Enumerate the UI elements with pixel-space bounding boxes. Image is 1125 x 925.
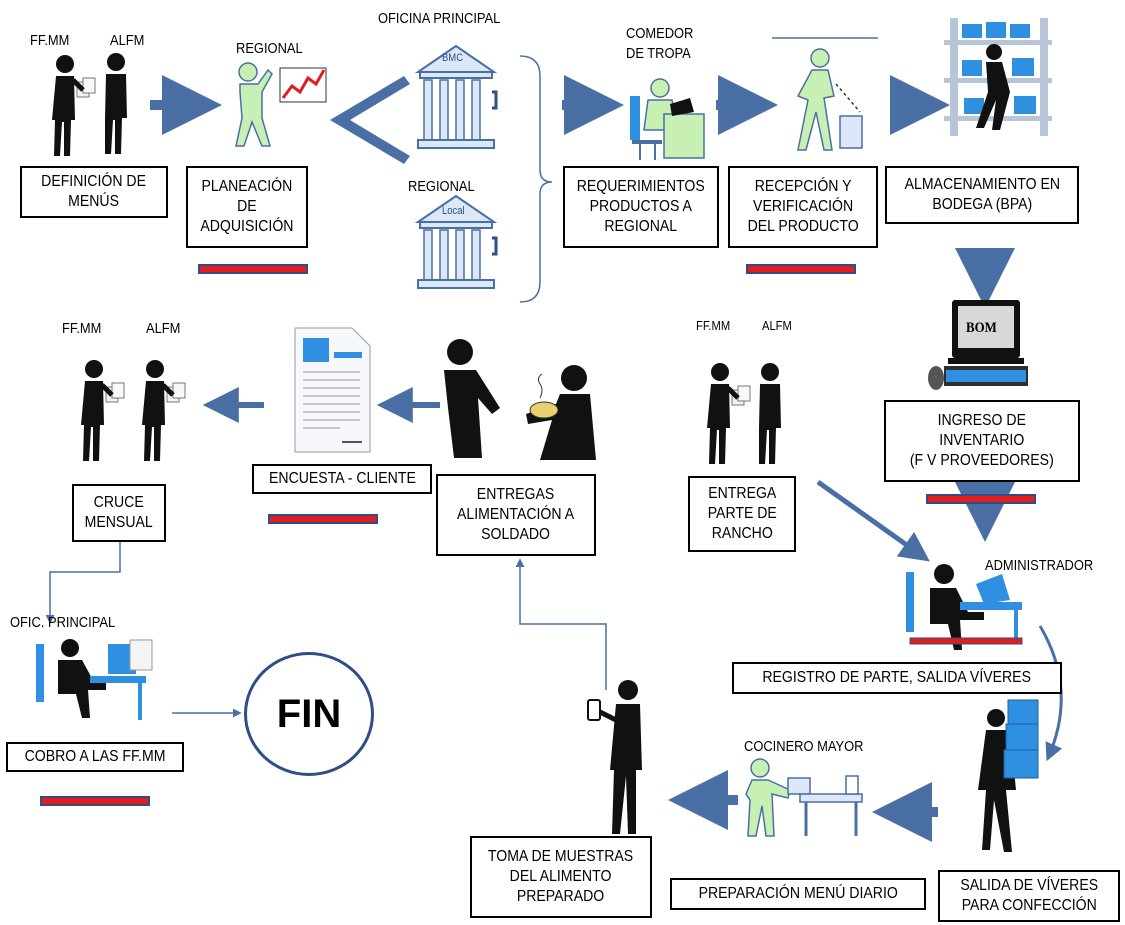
encuesta-box: ENCUESTA - CLIENTE <box>252 464 432 494</box>
bmc-label: BMC <box>442 52 464 64</box>
regional-top-label: REGIONAL <box>236 40 303 57</box>
connector-cruce <box>45 542 121 624</box>
registro-text: REGISTRO DE PARTE, SALIDA VÍVERES <box>762 669 1032 686</box>
red-bar-planeacion <box>198 264 308 274</box>
alfm-label: ALFM <box>146 320 181 337</box>
preparacion-box: PREPARACIÓN MENÚ DIARIO <box>670 878 926 910</box>
recepcion-box: RECEPCIÓN Y VERIFICACIÓN DEL PRODUCTO <box>728 166 878 248</box>
survey-document-icon <box>294 327 371 453</box>
definicion-menus-text: DEFINICIÓN DE MENÚS <box>41 173 147 210</box>
planeacion-box: PLANEACIÓN DE ADQUISICIÓN <box>186 166 308 248</box>
alfm-person-icon <box>105 53 127 154</box>
ingreso-box: INGRESO DE INVENTARIO (F V PROVEEDORES) <box>884 400 1080 482</box>
entrega-parte-box: ENTREGA PARTE DE RANCHO <box>688 476 796 552</box>
ingreso-text: INGRESO DE INVENTARIO (F V PROVEEDORES) <box>910 412 1054 469</box>
local-label: Local <box>442 205 465 217</box>
almacenamiento-text: ALMACENAMIENTO EN BODEGA (BPA) <box>904 176 1060 213</box>
ffmm-person-icon <box>81 360 124 461</box>
preparacion-text: PREPARACIÓN MENÚ DIARIO <box>698 885 898 902</box>
ffmm-person-icon <box>707 363 750 464</box>
salida-text: SALIDA DE VÍVERES PARA CONFECCIÓN <box>960 877 1098 914</box>
planning-figure-icon <box>235 62 327 147</box>
alfm-label: ALFM <box>110 32 145 49</box>
comedor-desk-icon <box>630 78 705 160</box>
office-worker-icon <box>36 639 153 720</box>
bmc-building-icon <box>414 44 498 149</box>
comedor-label: COMEDOR DE TROPA <box>626 25 694 62</box>
red-bar-ingreso <box>926 494 1036 504</box>
ffmm-label: FF.MM <box>62 320 102 337</box>
definicion-menus-box: DEFINICIÓN DE MENÚS <box>20 166 168 218</box>
cobro-box: COBRO A LAS FF.MM <box>6 742 184 772</box>
fin-circle: FIN <box>244 652 374 776</box>
salida-box: SALIDA DE VÍVERES PARA CONFECCIÓN <box>938 870 1120 922</box>
almacenamiento-box: ALMACENAMIENTO EN BODEGA (BPA) <box>885 166 1079 224</box>
grouping-brace <box>519 55 553 303</box>
alfm-label: ALFM <box>762 318 792 333</box>
cobro-text: COBRO A LAS FF.MM <box>24 748 166 765</box>
fin-text: FIN <box>276 691 342 736</box>
connector-toma <box>515 558 607 690</box>
planeacion-text: PLANEACIÓN DE ADQUISICIÓN <box>200 178 294 235</box>
red-bar-cobro <box>40 796 150 806</box>
alfm-person-icon <box>759 363 781 464</box>
entrega-parte-text: ENTREGA PARTE DE RANCHO <box>707 485 777 542</box>
ffmm-label: FF.MM <box>30 32 70 49</box>
administrador-label: ADMINISTRADOR <box>985 557 1094 574</box>
red-bar-recepcion <box>746 264 856 274</box>
administrador-desk-icon <box>906 564 1023 650</box>
carrier-boxes-icon <box>978 699 1039 852</box>
regional-mid-label: REGIONAL <box>408 178 475 195</box>
arrow-8 <box>816 479 930 562</box>
recepcion-text: RECEPCIÓN Y VERIFICACIÓN DEL PRODUCTO <box>747 178 859 235</box>
toma-text: TOMA DE MUESTRAS DEL ALIMENTO PREPARADO <box>488 848 634 905</box>
ffmm-label: FF.MM <box>696 318 731 333</box>
oficina-principal-label: OFICINA PRINCIPAL <box>378 10 501 27</box>
encuesta-text: ENCUESTA - CLIENTE <box>268 470 416 487</box>
registro-box: REGISTRO DE PARTE, SALIDA VÍVERES <box>732 662 1062 694</box>
entregas-alim-box: ENTREGAS ALIMENTACIÓN A SOLDADO <box>436 474 596 556</box>
bom-label: BOM <box>966 320 997 336</box>
computer-bom-icon <box>928 300 1028 390</box>
ofic-principal-label: OFIC. PRINCIPAL <box>10 614 116 631</box>
local-building-icon <box>414 194 498 289</box>
cruce-text: CRUCE MENSUAL <box>84 494 154 531</box>
cook-figure-icon <box>745 758 863 837</box>
requerimientos-box: REQUERIMIENTOS PRODUCTOS A REGIONAL <box>563 166 719 248</box>
cocinero-label: COCINERO MAYOR <box>744 738 864 755</box>
red-bar-encuesta <box>268 514 378 524</box>
receiving-figure-icon <box>772 37 878 151</box>
cruce-box: CRUCE MENSUAL <box>72 484 166 542</box>
requerimientos-text: REQUERIMIENTOS PRODUCTOS A REGIONAL <box>576 178 706 235</box>
toma-box: TOMA DE MUESTRAS DEL ALIMENTO PREPARADO <box>470 836 652 918</box>
entregas-alim-text: ENTREGAS ALIMENTACIÓN A SOLDADO <box>457 486 575 543</box>
alfm-person-icon <box>142 360 185 461</box>
warehouse-shelf-icon <box>944 18 1052 136</box>
chevron-arrow <box>330 76 410 164</box>
sampling-person-icon <box>587 680 642 834</box>
serving-food-icon <box>444 339 596 460</box>
ffmm-person-icon <box>52 55 95 156</box>
